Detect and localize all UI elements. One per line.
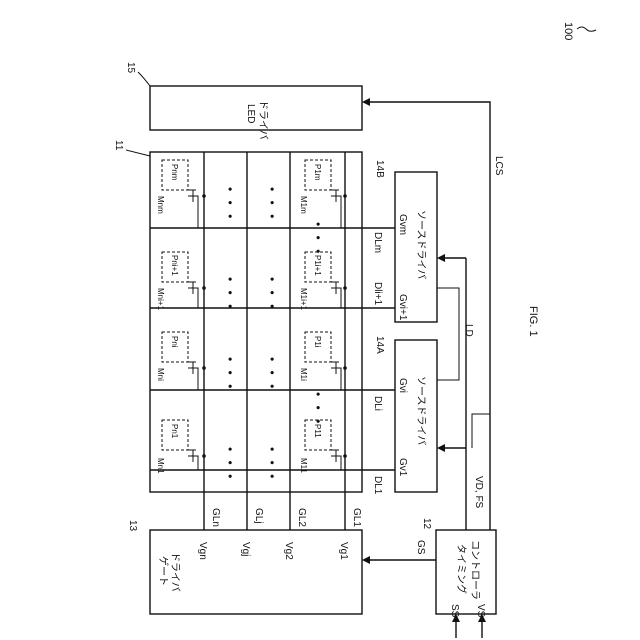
source-out-m: Gvm (397, 214, 408, 235)
data-label-m: DLm (372, 232, 383, 253)
lcs-arrow (362, 98, 370, 106)
data-label-1: DL1 (372, 476, 383, 495)
lcs-label: LCS (493, 156, 504, 176)
transistor-label: M1i (299, 368, 308, 381)
transistor-label: M1i+1 (299, 288, 308, 311)
gate-label-1: GL1 (351, 508, 362, 527)
led-driver-label-1: LED (245, 104, 256, 123)
led-driver-leader (138, 72, 150, 86)
gs-arrow (362, 556, 370, 564)
data-label-i1: Dli+1 (372, 282, 383, 306)
gate-out-1: Vg1 (338, 542, 349, 560)
pixel-label: Pni+1 (170, 255, 179, 276)
pixel-label: Pni (170, 336, 179, 348)
node-dot (343, 454, 347, 458)
ellipsis: • • • (265, 277, 279, 311)
lcs-branch (472, 414, 490, 448)
source-out-i1: Gvi+1 (397, 294, 408, 321)
pixel-label: Pnm (170, 164, 179, 181)
transistor-label: Mni (156, 368, 165, 381)
node-dot (202, 194, 206, 198)
gs-label: GS (415, 540, 426, 555)
vd-fs-label: VD, FS (473, 476, 484, 509)
node-dot (343, 194, 347, 198)
panel-leader (126, 150, 150, 156)
source-driver-b-ref: 14B (374, 160, 385, 178)
source-driver-a-label: ソースドライバ (415, 376, 427, 445)
panel-ref: 11 (113, 140, 124, 151)
transistor-label: Mni+1 (156, 288, 165, 311)
led-driver-ref: 15 (125, 62, 136, 74)
pixel-label: Pn1 (170, 424, 179, 439)
gate-label-2: GL2 (296, 508, 307, 527)
ellipsis: • • • (223, 277, 237, 311)
ellipsis: • • • (265, 447, 279, 481)
transistor-label: Mnm (156, 196, 165, 214)
gate-driver-block (150, 530, 362, 614)
node-dot (202, 454, 206, 458)
gate-driver-label-1: ゲート (157, 556, 169, 586)
pixel-label: P1i (313, 336, 322, 348)
source-driver-b-label: ソースドライバ (415, 210, 427, 279)
pixel-label: P1m (313, 164, 322, 181)
timing-controller-label-1: タイミング (455, 544, 468, 594)
ellipsis: • • • (311, 392, 325, 426)
source-out-i: Gvi (397, 378, 408, 393)
ellipsis: • • • (223, 357, 237, 391)
vd-fs-arrow-a (437, 444, 445, 452)
gate-out-2: Vg2 (283, 542, 294, 560)
source-driver-a-ref: 14A (374, 336, 385, 354)
ellipsis: • • • (223, 187, 237, 221)
display-panel (150, 152, 362, 492)
source-out-1: Gv1 (397, 458, 408, 477)
ld-label: LD (463, 324, 474, 337)
gate-label-n: GLn (210, 508, 221, 527)
gate-driver-label-2: ドライバ (169, 552, 181, 592)
ellipsis: • • • (265, 357, 279, 391)
timing-controller-ref: 12 (421, 518, 432, 530)
ref-main-leader (577, 27, 596, 31)
transistor-label: M11 (299, 458, 308, 474)
vs-label: VS (475, 604, 486, 618)
node-dot (343, 366, 347, 370)
gate-out-j: Vgj (240, 542, 251, 556)
data-label-i: DLi (372, 396, 383, 411)
figure-label: FIG. 1 (527, 306, 539, 337)
gate-label-j: GLj (253, 508, 264, 524)
vd-fs-arrow-b (437, 254, 445, 262)
transistor-label: M1m (299, 196, 308, 214)
gate-out-n: Vgn (197, 542, 208, 560)
transistor-label: Mn1 (156, 458, 165, 474)
timing-controller-label-2: コントローラ (469, 540, 481, 600)
gate-driver-ref: 13 (127, 520, 138, 532)
led-driver-label-2: ドライバ (257, 100, 269, 140)
ref-main: 100 (562, 22, 574, 40)
ellipsis: • • • (311, 222, 325, 256)
ellipsis: • • • (265, 187, 279, 221)
ld-link (437, 288, 459, 380)
node-dot (202, 366, 206, 370)
pixel-label: P1i+1 (313, 255, 322, 276)
ss-label: SS (449, 604, 460, 618)
node-dot (343, 286, 347, 290)
node-dot (202, 286, 206, 290)
ellipsis: • • • (223, 447, 237, 481)
